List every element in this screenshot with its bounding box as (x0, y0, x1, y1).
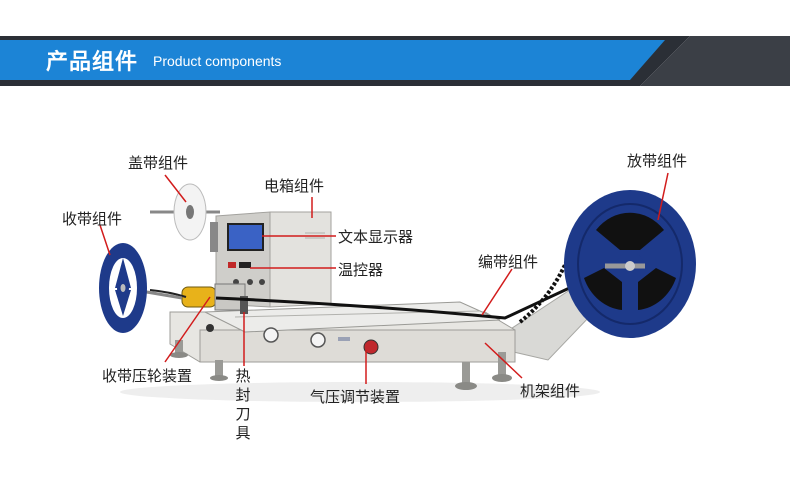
pointer-take-up-press (164, 296, 211, 363)
pressure-gauge (263, 327, 279, 343)
press-roller (181, 286, 217, 308)
label-pressure-adjust: 气压调节装置 (310, 388, 401, 406)
pointer-release (657, 172, 669, 221)
label-electric-box: 电箱组件 (264, 177, 325, 195)
electric-box (269, 211, 332, 308)
label-frame: 机架组件 (520, 382, 581, 400)
label-text-display: 文本显示器 (338, 228, 414, 246)
machine-diagram (99, 172, 696, 402)
label-braid: 编带组件 (478, 253, 539, 271)
label-take-up-press: 收带压轮装置 (102, 367, 193, 385)
leg (175, 340, 183, 354)
label-take-up: 收带组件 (62, 210, 123, 228)
top-plate (204, 301, 501, 333)
regulator-knob (363, 339, 379, 355)
label-release: 放带组件 (627, 152, 688, 170)
label-cover-tape: 盖带组件 (128, 154, 189, 172)
section-subtitle: Product components (153, 53, 282, 69)
section-title: 产品组件 (46, 50, 139, 75)
temp-controller (239, 262, 251, 268)
label-temp-controller: 温控器 (338, 261, 384, 279)
pointer-take-up (99, 224, 111, 256)
pointer-frame (484, 342, 523, 379)
pressure-gauge (310, 332, 326, 348)
header-banner (0, 36, 790, 86)
heat-seal-knife (240, 296, 248, 314)
leg (215, 360, 223, 376)
text-display (227, 223, 264, 251)
pointer-braid (481, 268, 513, 316)
label-heat-seal: 热封刀具 (235, 367, 251, 442)
carrier-tape (215, 268, 609, 320)
leg (462, 362, 470, 384)
leg (498, 352, 506, 376)
pointer-cover-tape (164, 174, 187, 203)
